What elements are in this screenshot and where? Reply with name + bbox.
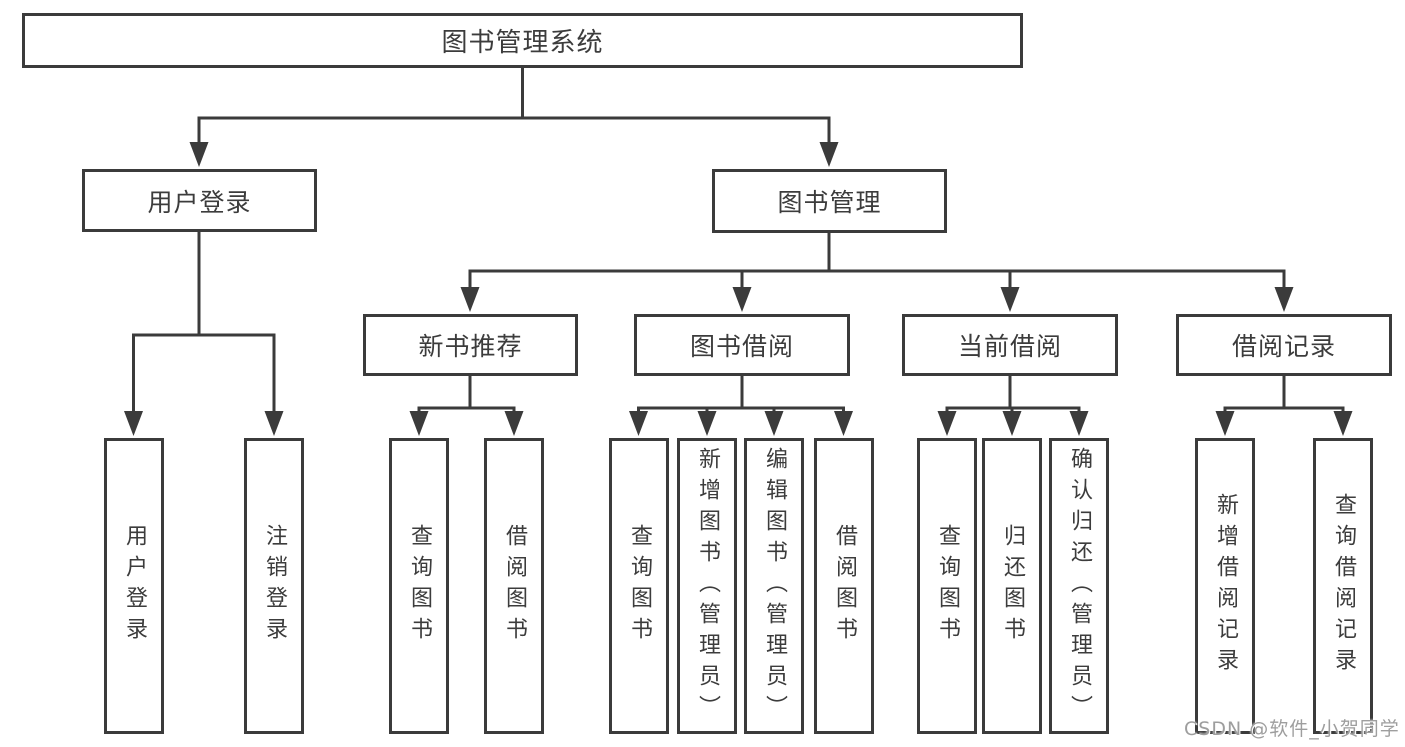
node-user-login: 用户登录 bbox=[82, 169, 317, 232]
node-label: 查询图书 bbox=[935, 524, 960, 648]
node-label: 注销登录 bbox=[262, 524, 287, 648]
node-label: 查询借阅记录 bbox=[1331, 493, 1356, 679]
node-root-system: 图书管理系统 bbox=[22, 13, 1023, 68]
node-label: 查询图书 bbox=[407, 524, 432, 648]
leaf-cb-query-books: 查询图书 bbox=[917, 438, 977, 734]
node-book-borrow: 图书借阅 bbox=[634, 314, 850, 376]
node-label: 图书借阅 bbox=[689, 332, 794, 361]
node-label: 当前借阅 bbox=[957, 332, 1062, 361]
csdn-watermark: CSDN @软件_小贺同学 bbox=[1184, 718, 1400, 740]
leaf-nbr-query-books: 查询图书 bbox=[389, 438, 449, 734]
node-label: 确认归还（管理员） bbox=[1067, 446, 1092, 726]
node-label: 借阅图书 bbox=[502, 524, 527, 648]
node-label: 图书管理系统 bbox=[441, 28, 604, 58]
node-label: 图书管理 bbox=[777, 188, 882, 217]
node-current-borrow: 当前借阅 bbox=[902, 314, 1118, 376]
leaf-user-login: 用户登录 bbox=[104, 438, 164, 734]
node-label: 借阅记录 bbox=[1231, 332, 1336, 361]
node-label: 新书推荐 bbox=[418, 332, 523, 361]
leaf-cb-confirm-return-admin: 确认归还（管理员） bbox=[1049, 438, 1109, 734]
leaf-bb-add-books-admin: 新增图书（管理员） bbox=[677, 438, 737, 734]
node-label: 查询图书 bbox=[627, 524, 652, 648]
leaf-bb-query-books: 查询图书 bbox=[609, 438, 669, 734]
node-label: 新增借阅记录 bbox=[1213, 493, 1238, 679]
leaf-logout: 注销登录 bbox=[244, 438, 304, 734]
node-label: 借阅图书 bbox=[832, 524, 857, 648]
leaf-bb-edit-books-admin: 编辑图书（管理员） bbox=[744, 438, 804, 734]
node-label: 归还图书 bbox=[1000, 524, 1025, 648]
node-label: 编辑图书（管理员） bbox=[762, 446, 787, 726]
leaf-br-query-record: 查询借阅记录 bbox=[1313, 438, 1373, 734]
node-borrow-record: 借阅记录 bbox=[1176, 314, 1392, 376]
leaf-br-add-record: 新增借阅记录 bbox=[1195, 438, 1255, 734]
leaf-bb-borrow-books: 借阅图书 bbox=[814, 438, 874, 734]
node-book-management: 图书管理 bbox=[712, 169, 947, 233]
leaf-cb-return-books: 归还图书 bbox=[982, 438, 1042, 734]
node-label: 用户登录 bbox=[122, 524, 147, 648]
leaf-nbr-borrow-books: 借阅图书 bbox=[484, 438, 544, 734]
node-new-book-recommend: 新书推荐 bbox=[363, 314, 578, 376]
node-label: 用户登录 bbox=[147, 187, 252, 217]
node-label: 新增图书（管理员） bbox=[695, 446, 720, 726]
